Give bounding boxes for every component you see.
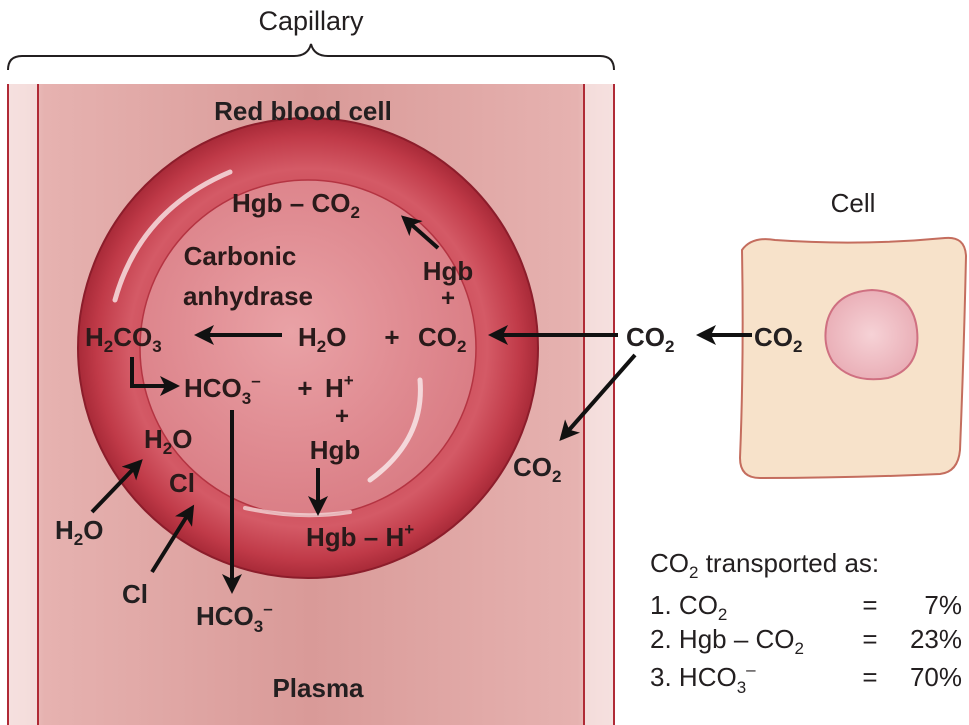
summary-row-3-eq: = <box>862 662 877 692</box>
hgb-label-lower: Hgb <box>310 435 361 465</box>
proton-label: H+ <box>325 371 354 403</box>
transport-summary: CO2 transported as: 1. CO2 = 7% 2. Hgb –… <box>650 548 962 697</box>
co2-cell-label: CO2 <box>754 322 802 356</box>
summary-heading: CO2 transported as: <box>650 548 879 582</box>
red-blood-cell-label: Red blood cell <box>214 96 392 126</box>
plus-proton: + <box>297 373 312 403</box>
h2co3-label: H2CO3 <box>85 322 162 356</box>
capillary-label: Capillary <box>258 6 364 36</box>
arrow-dissociation <box>130 357 180 396</box>
arrow-hgb-co2 <box>401 215 440 250</box>
cl-rbc-label: Cl <box>169 468 195 498</box>
h2o-rbc-label: H2O <box>144 424 192 458</box>
summary-row-2-pct: 23% <box>910 624 962 654</box>
summary-row-1-pct: 7% <box>924 590 962 620</box>
hgb-co2-label: Hgb – CO2 <box>232 188 360 222</box>
hgb-h-label: Hgb – H+ <box>306 520 414 552</box>
reaction-arrows <box>90 215 752 594</box>
hgb-label-top: Hgb <box>423 256 474 286</box>
arrow-water-in <box>90 459 143 514</box>
plus-top: + <box>441 285 455 312</box>
hco3-inner-label: HCO3– <box>184 371 261 408</box>
arrow-chloride-shift <box>150 504 195 574</box>
cell-label: Cell <box>831 188 876 218</box>
h2o-plasma-label: H2O <box>55 515 103 549</box>
co2-plasma-label: CO2 <box>513 452 561 486</box>
plasma-label: Plasma <box>272 673 364 703</box>
co2-entering-label: CO2 <box>626 322 674 356</box>
summary-row-3: 3. HCO3– <box>650 660 756 697</box>
summary-row-2: 2. Hgb – CO2 <box>650 624 804 658</box>
summary-row-2-eq: = <box>862 624 877 654</box>
co2-inner-label: CO2 <box>418 322 466 356</box>
summary-row-1-eq: = <box>862 590 877 620</box>
arrow-co2-dissolved <box>559 353 637 442</box>
summary-row-1: 1. CO2 <box>650 590 727 624</box>
capillary-brace <box>7 43 615 71</box>
carbonic-label: Carbonic <box>184 241 297 271</box>
summary-row-3-pct: 70% <box>910 662 962 692</box>
hco3-plasma-label: HCO3– <box>196 599 273 636</box>
cl-plasma-label: Cl <box>122 579 148 609</box>
anhydrase-label: anhydrase <box>183 281 313 311</box>
plus-lower: + <box>335 403 349 430</box>
h2o-inner-label: H2O <box>298 322 346 356</box>
plus-middle: + <box>384 322 399 352</box>
nucleus <box>824 288 919 381</box>
